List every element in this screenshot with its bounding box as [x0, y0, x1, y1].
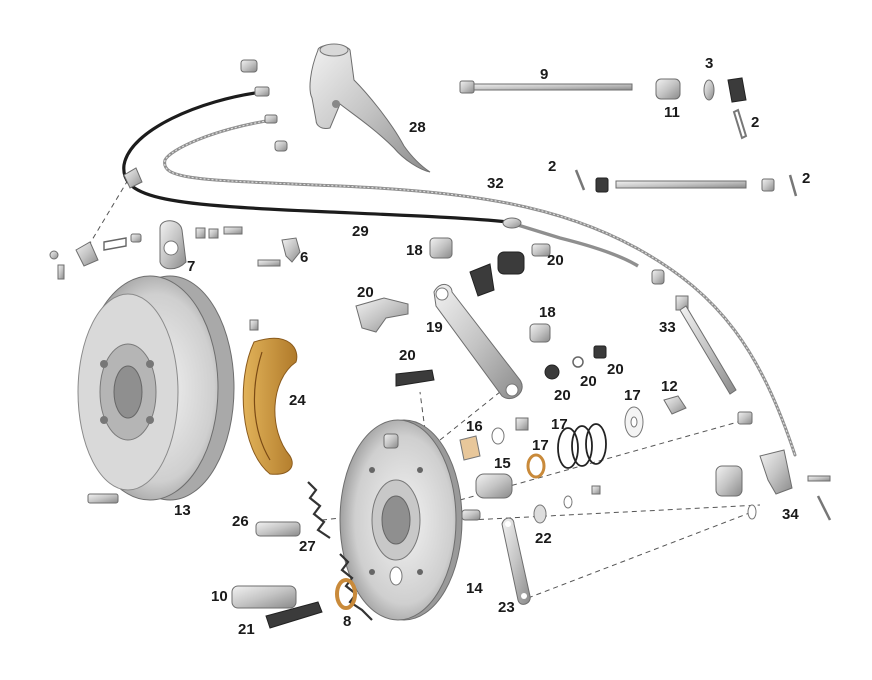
label-part-16: 16 — [466, 418, 483, 435]
label-part-20-b: 20 — [357, 284, 374, 301]
label-part-24: 24 — [289, 392, 306, 409]
label-part-20-d: 20 — [607, 361, 624, 378]
label-part-20-c: 20 — [399, 347, 416, 364]
label-part-27: 27 — [299, 538, 316, 555]
upper-middle-parts — [355, 237, 607, 400]
small-hardware-top-left — [49, 59, 288, 280]
bracket-6 — [281, 237, 301, 263]
label-part-22: 22 — [535, 530, 552, 547]
label-part-20-f: 20 — [554, 387, 571, 404]
label-part-18-a: 18 — [406, 242, 423, 259]
label-part-6: 6 — [300, 249, 308, 266]
label-part-20-a: 20 — [547, 252, 564, 269]
label-part-10: 10 — [211, 588, 228, 605]
label-part-7: 7 — [187, 258, 195, 275]
middle-small-parts — [459, 417, 601, 524]
right-side-parts — [557, 395, 832, 521]
label-part-32: 32 — [487, 175, 504, 192]
brake-shoe-24 — [242, 319, 298, 475]
label-part-14: 14 — [466, 580, 483, 597]
clamp-7 — [159, 220, 187, 270]
label-part-26: 26 — [232, 513, 249, 530]
label-part-2-b: 2 — [548, 158, 556, 175]
label-part-34: 34 — [782, 506, 799, 523]
backing-plate-14 — [339, 419, 481, 621]
label-part-2-a: 2 — [751, 114, 759, 131]
label-part-17-b: 17 — [551, 416, 568, 433]
rod-with-nuts — [574, 169, 798, 197]
label-part-8: 8 — [343, 613, 351, 630]
hand-lever-28 — [309, 43, 431, 173]
label-part-29: 29 — [352, 223, 369, 240]
label-part-21: 21 — [238, 621, 255, 638]
label-part-17-c: 17 — [532, 437, 549, 454]
label-part-2-c: 2 — [802, 170, 810, 187]
adjuster-33 — [651, 269, 737, 395]
label-part-23: 23 — [498, 599, 515, 616]
brake-drum-13 — [77, 275, 235, 504]
lever-23 — [501, 517, 531, 605]
label-part-33: 33 — [659, 319, 676, 336]
label-part-12: 12 — [661, 378, 678, 395]
springs-27 — [307, 481, 373, 621]
label-part-11: 11 — [664, 104, 680, 121]
label-part-3: 3 — [705, 55, 713, 72]
label-part-13: 13 — [174, 502, 191, 519]
rod-9-assembly — [459, 77, 748, 140]
label-part-15: 15 — [494, 455, 511, 472]
lower-left-parts — [231, 521, 357, 629]
brake-cable-29 — [122, 86, 639, 268]
part-labels: 9 3 11 2 28 2 32 2 29 18 20 7 6 20 18 19… — [174, 55, 810, 638]
label-part-28: 28 — [409, 119, 426, 136]
label-part-19: 19 — [426, 319, 443, 336]
label-part-20-e: 20 — [580, 373, 597, 390]
label-part-17-a: 17 — [624, 387, 641, 404]
label-part-9: 9 — [540, 66, 548, 83]
label-part-18-b: 18 — [539, 304, 556, 321]
brake-cable-32 — [163, 114, 797, 457]
